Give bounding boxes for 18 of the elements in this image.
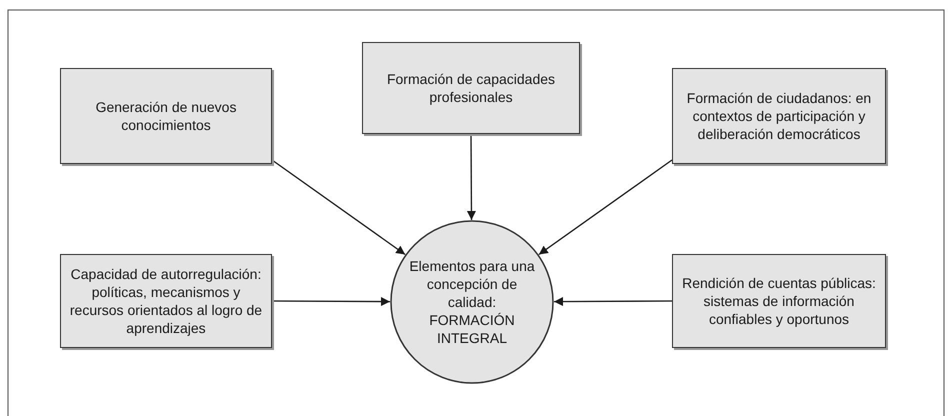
node-text: Capacidad de autorregulación: políticas, mecanismos y recursos orientados al logro de aprendizajes	[69, 264, 263, 338]
node-text: Formación de ciudadanos: en contextos de participación y deliberación democráticos	[686, 88, 872, 144]
concept-box	[362, 42, 580, 134]
node-text: FORMACIÓN INTEGRAL	[428, 311, 516, 348]
arrow	[466, 134, 476, 220]
concept-box	[60, 254, 272, 348]
central-node	[390, 220, 554, 384]
concept-box	[672, 254, 886, 348]
node-text: Rendición de cuentas públicas: sistemas de información confiables y oportunos	[681, 274, 877, 328]
node-text: Elementos para una concepción de calidad:	[408, 256, 536, 312]
concept-box	[60, 68, 272, 164]
node-text: Generación de nuevos conocimientos	[94, 98, 238, 134]
node-text: Formación de capacidades profesionales	[386, 70, 556, 106]
concept-box	[672, 68, 886, 164]
arrow	[272, 159, 406, 256]
arrow	[538, 159, 672, 256]
arrow	[272, 297, 390, 306]
arrow	[554, 297, 672, 306]
